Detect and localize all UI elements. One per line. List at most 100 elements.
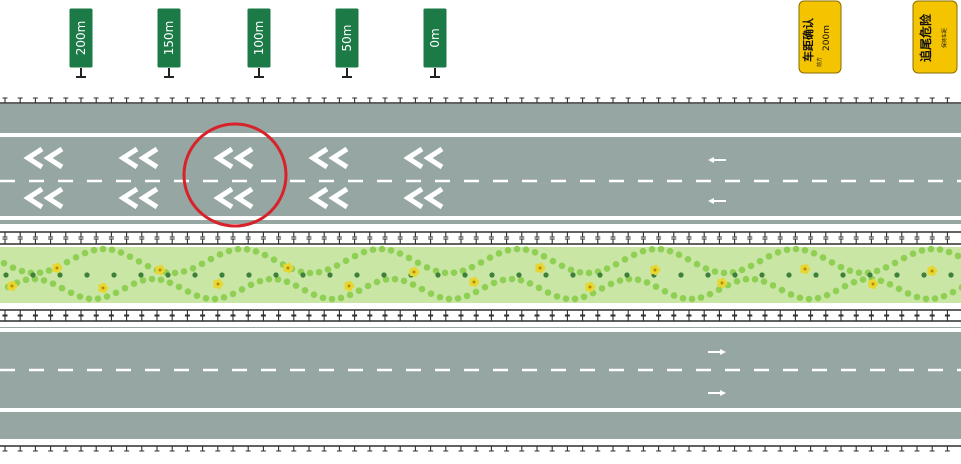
shrub [49,280,57,287]
shrub [540,252,548,260]
rail-post [154,315,160,321]
rail-post [78,97,84,103]
shrub [373,278,381,286]
rail-post [595,238,601,244]
rail-post [944,232,950,238]
rail-post [245,446,251,452]
rail-post [853,446,859,452]
shrub [904,290,912,297]
rail-post [792,97,798,103]
shrub [666,247,674,255]
rail-post [564,446,570,452]
shrub [621,256,629,263]
rail-post [397,446,403,452]
shrub [108,246,116,254]
rail-post [656,238,662,244]
rail-post [914,310,920,316]
rail-post [139,446,145,452]
warning-sign-title: 追尾危险 [918,13,933,62]
rail-post [640,310,646,316]
rail-post [868,232,874,238]
rail-post [321,310,327,316]
shrub [157,276,165,284]
rail-post [580,446,586,452]
rail-post [944,97,950,103]
rail-post [580,310,586,316]
rail-post [17,238,23,244]
warning-sign-subtitle: 前方 [816,57,823,67]
shrub [792,245,800,253]
rail-post [686,238,692,244]
rail-post [656,232,662,238]
flower [52,262,63,274]
shrub [192,272,198,278]
rail-post [580,238,586,244]
shrub [913,293,921,301]
rail-post [200,310,206,316]
rail-post [473,446,479,452]
shrub [76,293,84,300]
rail-post [488,446,494,452]
rail-post [671,310,677,316]
shrub [733,277,741,285]
shrub [400,277,408,285]
chevron-markings [23,146,444,210]
rail-post [732,97,738,103]
rail-post [625,238,631,244]
lane-arrow-right [708,349,726,355]
shrub [346,291,354,299]
chevron-marking [118,186,159,210]
rail-post [838,446,844,452]
rail-post [215,238,221,244]
rail-post [367,238,373,244]
rail-post [640,232,646,238]
rail-post [473,315,479,321]
warning-sign-rear-end-danger: 追尾危险 保持车距 [912,0,958,74]
rail-post [549,310,555,316]
rail-post [792,232,798,238]
rail-post [124,232,130,238]
rail-post [504,446,510,452]
rail-post [868,97,874,103]
rail-post [260,232,266,238]
shrub [283,278,291,286]
shrub [612,260,620,268]
rail-post [245,310,251,316]
rail-post [595,310,601,316]
shrub [693,260,701,268]
rail-post [853,97,859,103]
rail-post [306,238,312,244]
rail-post [352,238,358,244]
rail-post [458,238,464,244]
rail-post [716,97,722,103]
chevron-marking [213,146,254,170]
flower [535,262,546,274]
rail-post [48,446,54,452]
shrub [337,294,345,302]
rail-post [808,315,814,321]
shrub [576,269,584,276]
rail-post [671,232,677,238]
warning-sign-title: 车距确认 [801,17,815,62]
rail-post [838,315,844,321]
shrub [652,283,660,290]
shrub [891,259,899,267]
rail-post [382,232,388,238]
rail-post [595,232,601,238]
rail-post [595,446,601,452]
shrub [477,259,485,266]
rail-post [276,310,282,316]
rail-post [260,446,266,452]
shrub [948,272,954,278]
rail-post [352,446,358,452]
shrub [148,275,156,283]
chevron-marking [118,146,159,170]
rail-post [245,238,251,244]
rail-post [169,315,175,321]
rail-post [291,238,297,244]
upper-carriageway [0,104,961,224]
rail-post [78,446,84,452]
rail-post [260,310,266,316]
shrub [220,294,228,301]
